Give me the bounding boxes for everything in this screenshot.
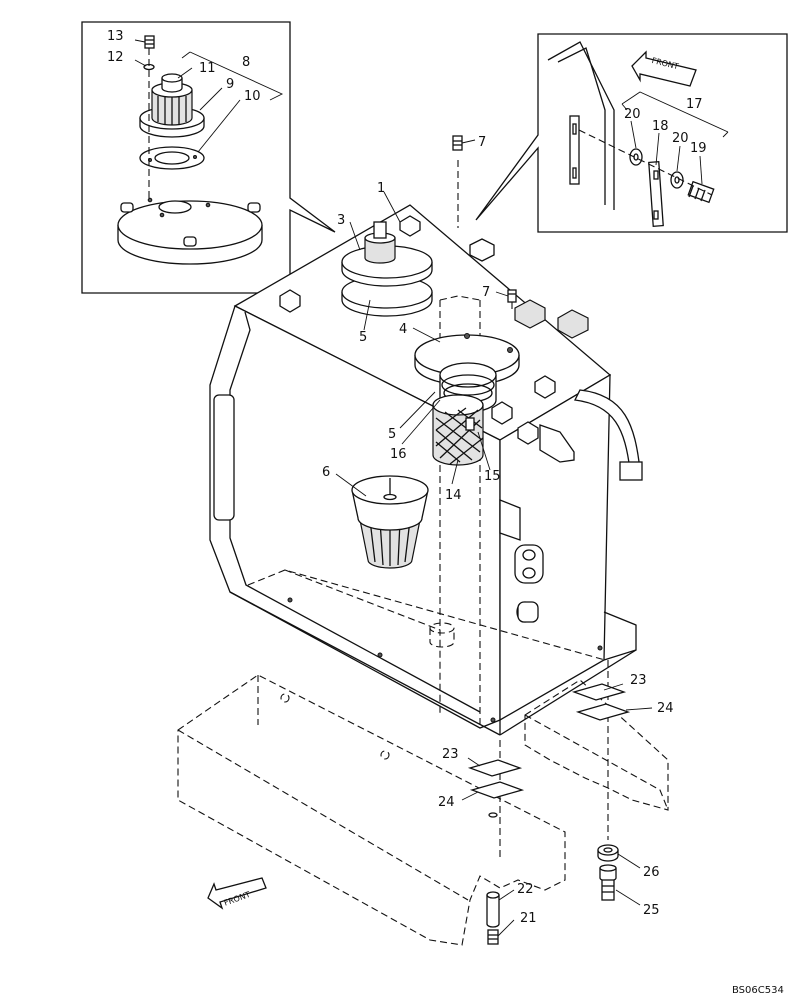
top-mount-brackets <box>279 215 556 445</box>
filter-cap-detail-inset <box>81 21 336 294</box>
bracket-detail-inset <box>475 33 788 233</box>
callout-23: 23 <box>630 673 647 688</box>
tank-mount-stands <box>177 660 669 946</box>
leader-lines <box>335 139 653 937</box>
callout-14: 14 <box>445 488 462 503</box>
callout-23: 23 <box>442 747 459 762</box>
hydraulic-tank <box>209 160 643 736</box>
callout-20: 20 <box>672 131 689 146</box>
callout-11: 11 <box>199 61 216 76</box>
callout-3: 3 <box>337 213 345 228</box>
callout-24: 24 <box>438 795 455 810</box>
filter-cover-assembly <box>341 160 459 317</box>
callout-12: 12 <box>107 50 124 65</box>
callout-7: 7 <box>478 135 486 150</box>
front-direction-arrow <box>207 877 267 910</box>
bolt-7-upper <box>452 135 463 151</box>
callout-16: 16 <box>390 447 407 462</box>
callout-6: 6 <box>322 465 330 480</box>
spacer-and-bolt-left <box>486 812 500 945</box>
callout-17: 17 <box>686 97 703 112</box>
callout-9: 9 <box>226 77 234 92</box>
callout-10: 10 <box>244 89 261 104</box>
washer-and-bolt-right <box>597 844 619 901</box>
callout-21: 21 <box>520 911 537 926</box>
callout-5: 5 <box>359 330 367 345</box>
callout-7: 7 <box>482 285 490 300</box>
callout-25: 25 <box>643 903 660 918</box>
callout-22: 22 <box>517 882 534 897</box>
suction-strainer-assembly <box>414 333 520 466</box>
callout-24: 24 <box>657 701 674 716</box>
callout-15: 15 <box>484 469 501 484</box>
callout-18: 18 <box>652 119 669 134</box>
rubber-pads <box>514 299 589 339</box>
shims <box>467 683 631 799</box>
side-ports <box>499 389 643 623</box>
callout-13: 13 <box>107 29 124 44</box>
callout-19: 19 <box>690 141 707 156</box>
callout-20: 20 <box>624 107 641 122</box>
callout-labels: 1 3 4 5 5 6 7 7 8 9 10 11 12 13 14 15 16… <box>107 29 707 926</box>
callout-8: 8 <box>242 55 250 70</box>
drawing-code: BS06C534 <box>732 985 784 996</box>
return-filter-element <box>351 475 429 569</box>
callout-4: 4 <box>399 322 407 337</box>
callout-26: 26 <box>643 865 660 880</box>
callout-5: 5 <box>388 427 396 442</box>
callout-1: 1 <box>377 181 385 196</box>
